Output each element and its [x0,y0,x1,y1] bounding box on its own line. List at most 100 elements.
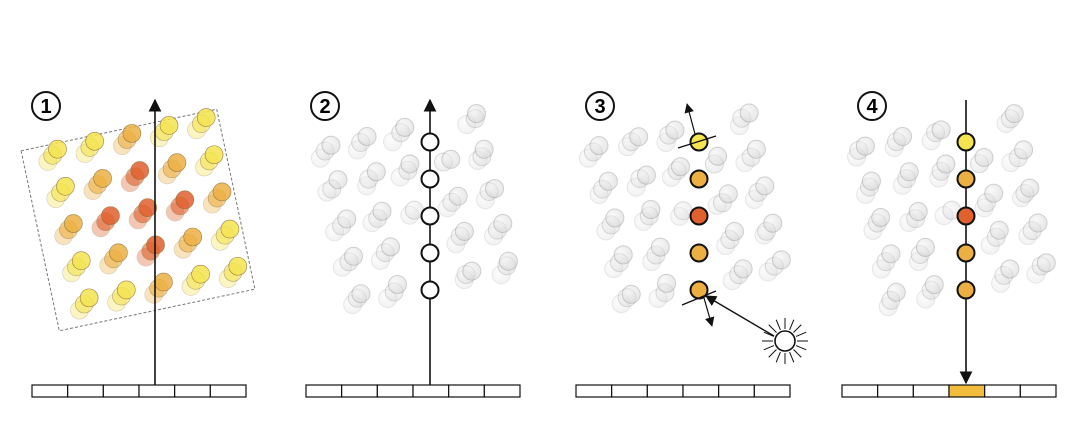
image-pixel [842,385,878,397]
shaded-sample [691,171,708,188]
ghost-sample [1015,141,1033,159]
ghost-sample [442,150,460,168]
sun-ray [790,352,794,362]
ghost-sample [894,127,912,145]
ghost-sample [367,163,385,181]
image-pixel [683,385,719,397]
volume-sample [49,140,67,158]
ghost-sample [1001,260,1019,278]
volume-sample [154,273,172,291]
ghost-sample [1037,254,1055,272]
ghost-sample [887,283,905,301]
panel-step-4 [842,100,1056,397]
step-badge-2: 2 [311,92,339,120]
ghost-sample [322,136,340,154]
step-number-3: 3 [594,96,605,118]
sun-ray [796,332,806,336]
volume-sample [86,132,104,150]
ghost-sample [975,148,993,166]
sun-ray [790,320,794,330]
panel-step-3 [576,104,808,397]
ghost-sample [990,221,1008,239]
ghost-sample [637,166,655,184]
ghost-sample [352,285,370,303]
ghost-sample [882,245,900,263]
image-pixel [647,385,683,397]
volume-sample [117,281,135,299]
ghost-sample [719,185,737,203]
image-pixel [754,385,790,397]
ghost-sample [329,171,347,189]
image-pixel [175,385,211,397]
image-pixel [68,385,104,397]
ghost-sample [455,222,473,240]
panel-step-1 [21,100,255,397]
image-pixel [377,385,413,397]
composited-sample [958,245,975,262]
image-pixel [413,385,449,397]
step-number-2: 2 [319,96,330,118]
ghost-sample [925,276,943,294]
sun-ray [769,325,777,333]
light-ray-arrow-icon [706,296,774,336]
ghost-sample [358,128,376,146]
composited-sample [958,171,975,188]
volume-sample [213,183,231,201]
ghost-sample [449,187,467,205]
step-number-4: 4 [866,96,878,118]
ghost-sample [463,262,481,280]
ray-sample-circle-icon [422,134,439,151]
step-badge-4: 4 [858,92,886,120]
composited-sample [958,134,975,151]
ghost-sample [709,147,727,165]
ghost-sample [666,121,684,139]
ray-sample-circle-icon [422,171,439,188]
ghost-sample [388,276,406,294]
volume-sample [64,215,82,233]
ghost-sample [740,104,758,122]
ghost-sample [494,214,512,232]
sun-ray [776,320,780,330]
sun-ray [769,349,777,357]
ghost-sample [630,128,648,146]
volume-sample [72,252,90,270]
volume-sample [229,257,247,275]
composited-sample [958,282,975,299]
sun-ray [793,349,801,357]
image-pixel-hit [949,385,985,397]
ghost-sample [674,202,692,220]
ghost-sample [734,260,752,278]
ghost-sample [725,222,743,240]
image-pixel [913,385,949,397]
volume-sample [205,146,223,164]
composited-sample [958,208,975,225]
ghost-sample [486,180,504,198]
ghost-sample [937,155,955,173]
image-pixel [719,385,755,397]
image-pixel [878,385,914,397]
ghost-sample [622,285,640,303]
image-pixel [449,385,485,397]
ghost-sample [606,209,624,227]
normal-arrow-icon [704,298,712,326]
ghost-sample [872,208,890,226]
panel-step-2 [306,100,520,397]
volume-sample [109,244,127,262]
sun-ray [776,352,780,362]
shaded-sample [691,245,708,262]
image-pixel [985,385,1021,397]
ghost-sample [382,238,400,256]
image-pixel [1020,385,1056,397]
ghost-sample [916,238,934,256]
ghost-sample [614,246,632,264]
volume-sample [56,177,74,195]
ghost-sample [396,118,414,136]
ghost-sample [590,137,608,155]
step-badge-3: 3 [586,92,614,120]
ghost-sample [658,274,676,292]
ghost-sample [642,201,660,219]
ghost-sample [985,184,1003,202]
ghost-sample [1005,105,1023,123]
ghost-sample [900,163,918,181]
